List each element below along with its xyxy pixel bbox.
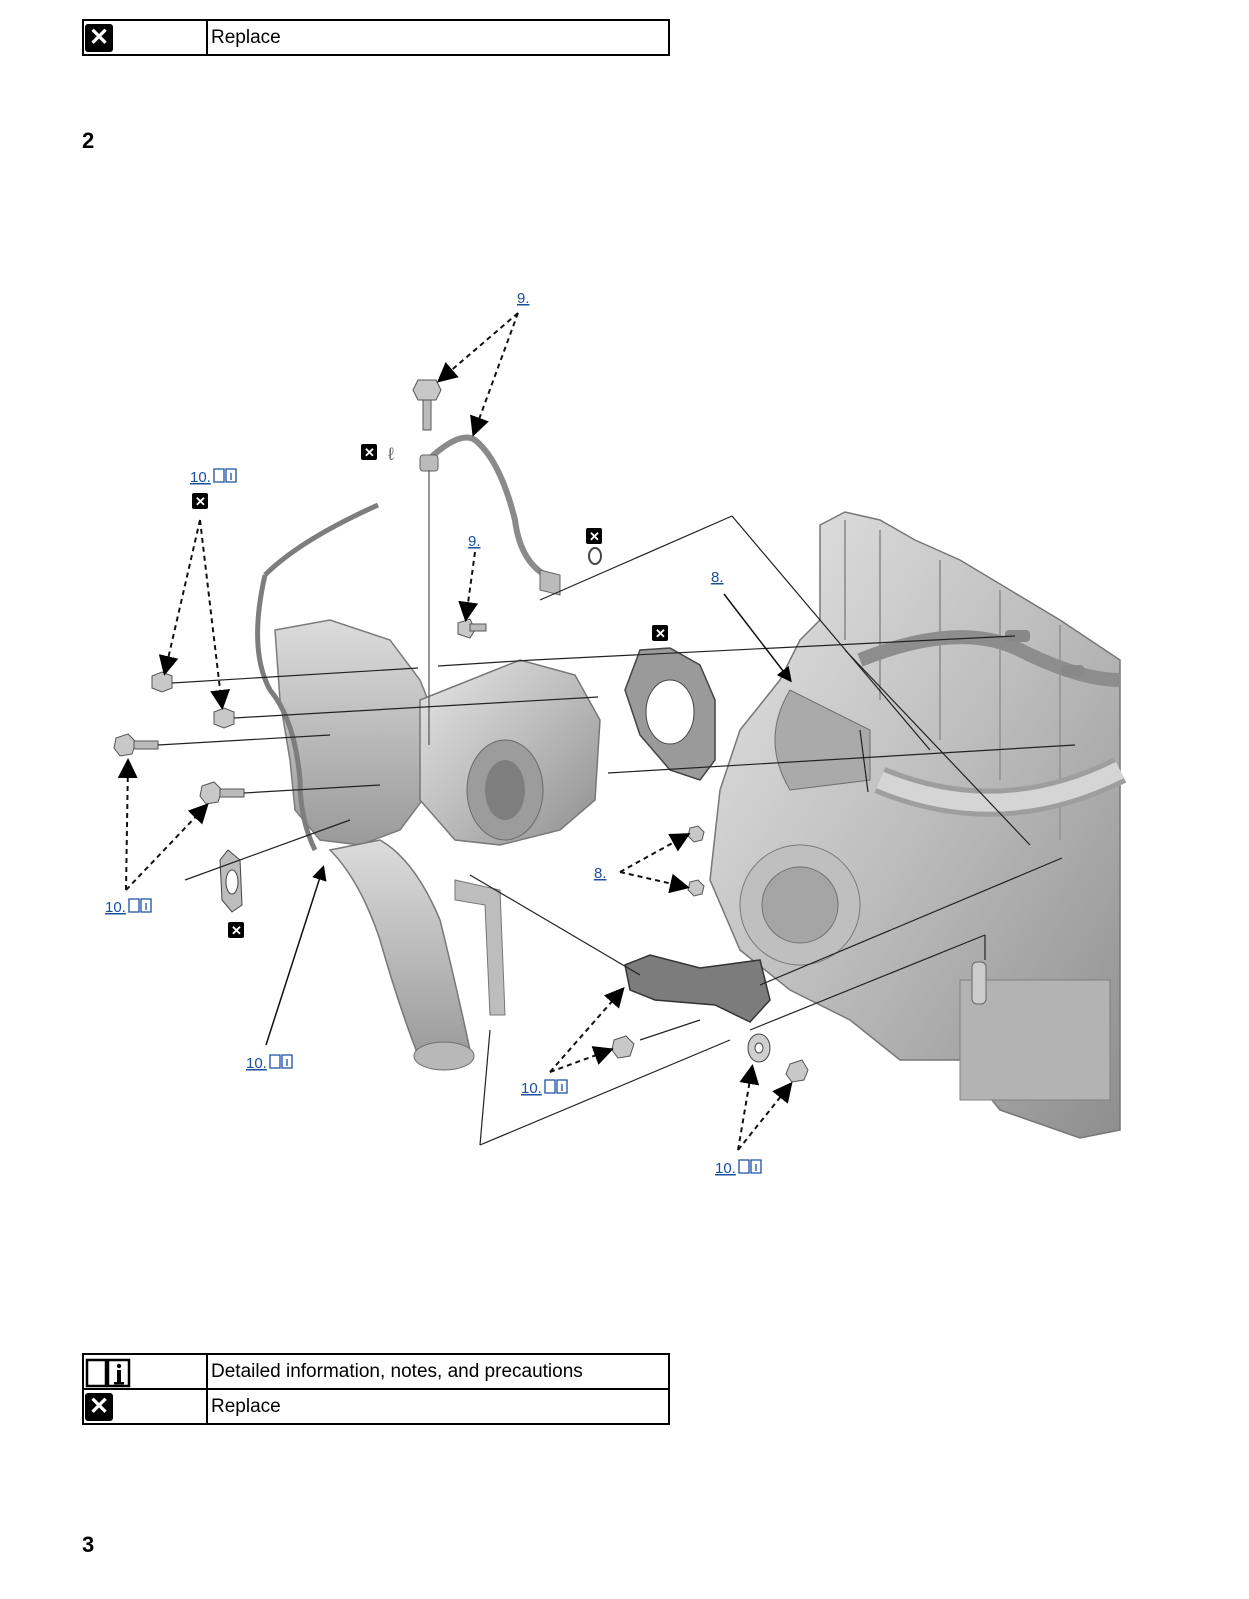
- info-book-icon: [128, 898, 152, 913]
- turbocharger-assembly: [255, 502, 601, 1071]
- replace-icon: ✕: [85, 23, 113, 52]
- replace-marker-icon: ✕: [361, 444, 377, 460]
- solid-arrows: [265, 593, 792, 1046]
- engine-block: [709, 511, 1127, 1139]
- info-book-icon: [213, 468, 237, 483]
- legend-table-bottom: Detailed information, notes, and precaut…: [82, 1353, 670, 1425]
- callout-8-bottom[interactable]: 8.: [594, 865, 607, 882]
- svg-text:✕: ✕: [589, 529, 600, 544]
- turbo-gasket: [624, 647, 716, 781]
- stud: [1062, 665, 1084, 677]
- section-number-3: 3: [82, 1532, 95, 1557]
- callout-10-bottom-left[interactable]: 10.: [246, 1054, 293, 1072]
- callout-10-bottom-right[interactable]: 10.: [715, 1159, 762, 1177]
- callout-10-upper-left[interactable]: 10.: [190, 468, 237, 486]
- svg-text:✕: ✕: [655, 626, 666, 641]
- oil-supply-pipe: [419, 434, 561, 745]
- seal-ring: [588, 547, 602, 565]
- replace-icon: ✕: [85, 1392, 113, 1421]
- callout-9-top[interactable]: 9.: [517, 290, 530, 307]
- replace-marker-icon: ✕: [192, 493, 208, 509]
- turbo-bracket: [624, 954, 771, 1023]
- info-book-icon: [544, 1079, 568, 1094]
- dashed-arrows: [117, 312, 793, 1151]
- legend-row-replace: ✕ Replace: [82, 19, 670, 56]
- info-book-icon: [85, 1358, 131, 1387]
- svg-text:10.: 10.: [715, 1160, 736, 1177]
- svg-text:✕: ✕: [231, 923, 242, 938]
- svg-text:10.: 10.: [521, 1080, 542, 1097]
- svg-text:✕: ✕: [195, 494, 206, 509]
- stud: [1005, 630, 1030, 642]
- legend-text-info: Detailed information, notes, and precaut…: [206, 1353, 670, 1390]
- svg-text:10.: 10.: [246, 1055, 267, 1072]
- callout-8-top[interactable]: 8.: [711, 569, 724, 586]
- callout-10-left[interactable]: 10.: [105, 898, 152, 916]
- banjo-bolt: [412, 379, 442, 431]
- leader-lines: [157, 515, 1076, 1146]
- legend-row-info: Detailed information, notes, and precaut…: [82, 1353, 670, 1390]
- legend-table-top: ✕ Replace: [82, 19, 670, 56]
- replace-marker-icon: ✕: [586, 528, 602, 544]
- svg-text:10.: 10.: [190, 469, 211, 486]
- svg-text:10.: 10.: [105, 899, 126, 916]
- svg-text:✕: ✕: [364, 445, 375, 460]
- section-number-2: 2: [82, 128, 95, 153]
- info-book-icon: [738, 1159, 762, 1174]
- legend-text-replace: Replace: [206, 1388, 670, 1425]
- callout-10-bottom-mid[interactable]: 10.: [521, 1079, 568, 1097]
- callout-9-mid[interactable]: 9.: [468, 533, 481, 550]
- replace-marker-icon: ✕: [228, 922, 244, 938]
- legend-text-replace: Replace: [206, 19, 670, 56]
- seal-ring-icon: ℓ: [388, 444, 394, 464]
- info-book-icon: [269, 1054, 293, 1069]
- coolant-pipe-fitting: [971, 961, 987, 1005]
- oil-pipe-bolt: [457, 618, 487, 639]
- legend-row-replace: ✕ Replace: [82, 1388, 670, 1425]
- oil-drain-gasket: [219, 849, 243, 913]
- replace-marker-icon: ✕: [652, 625, 668, 641]
